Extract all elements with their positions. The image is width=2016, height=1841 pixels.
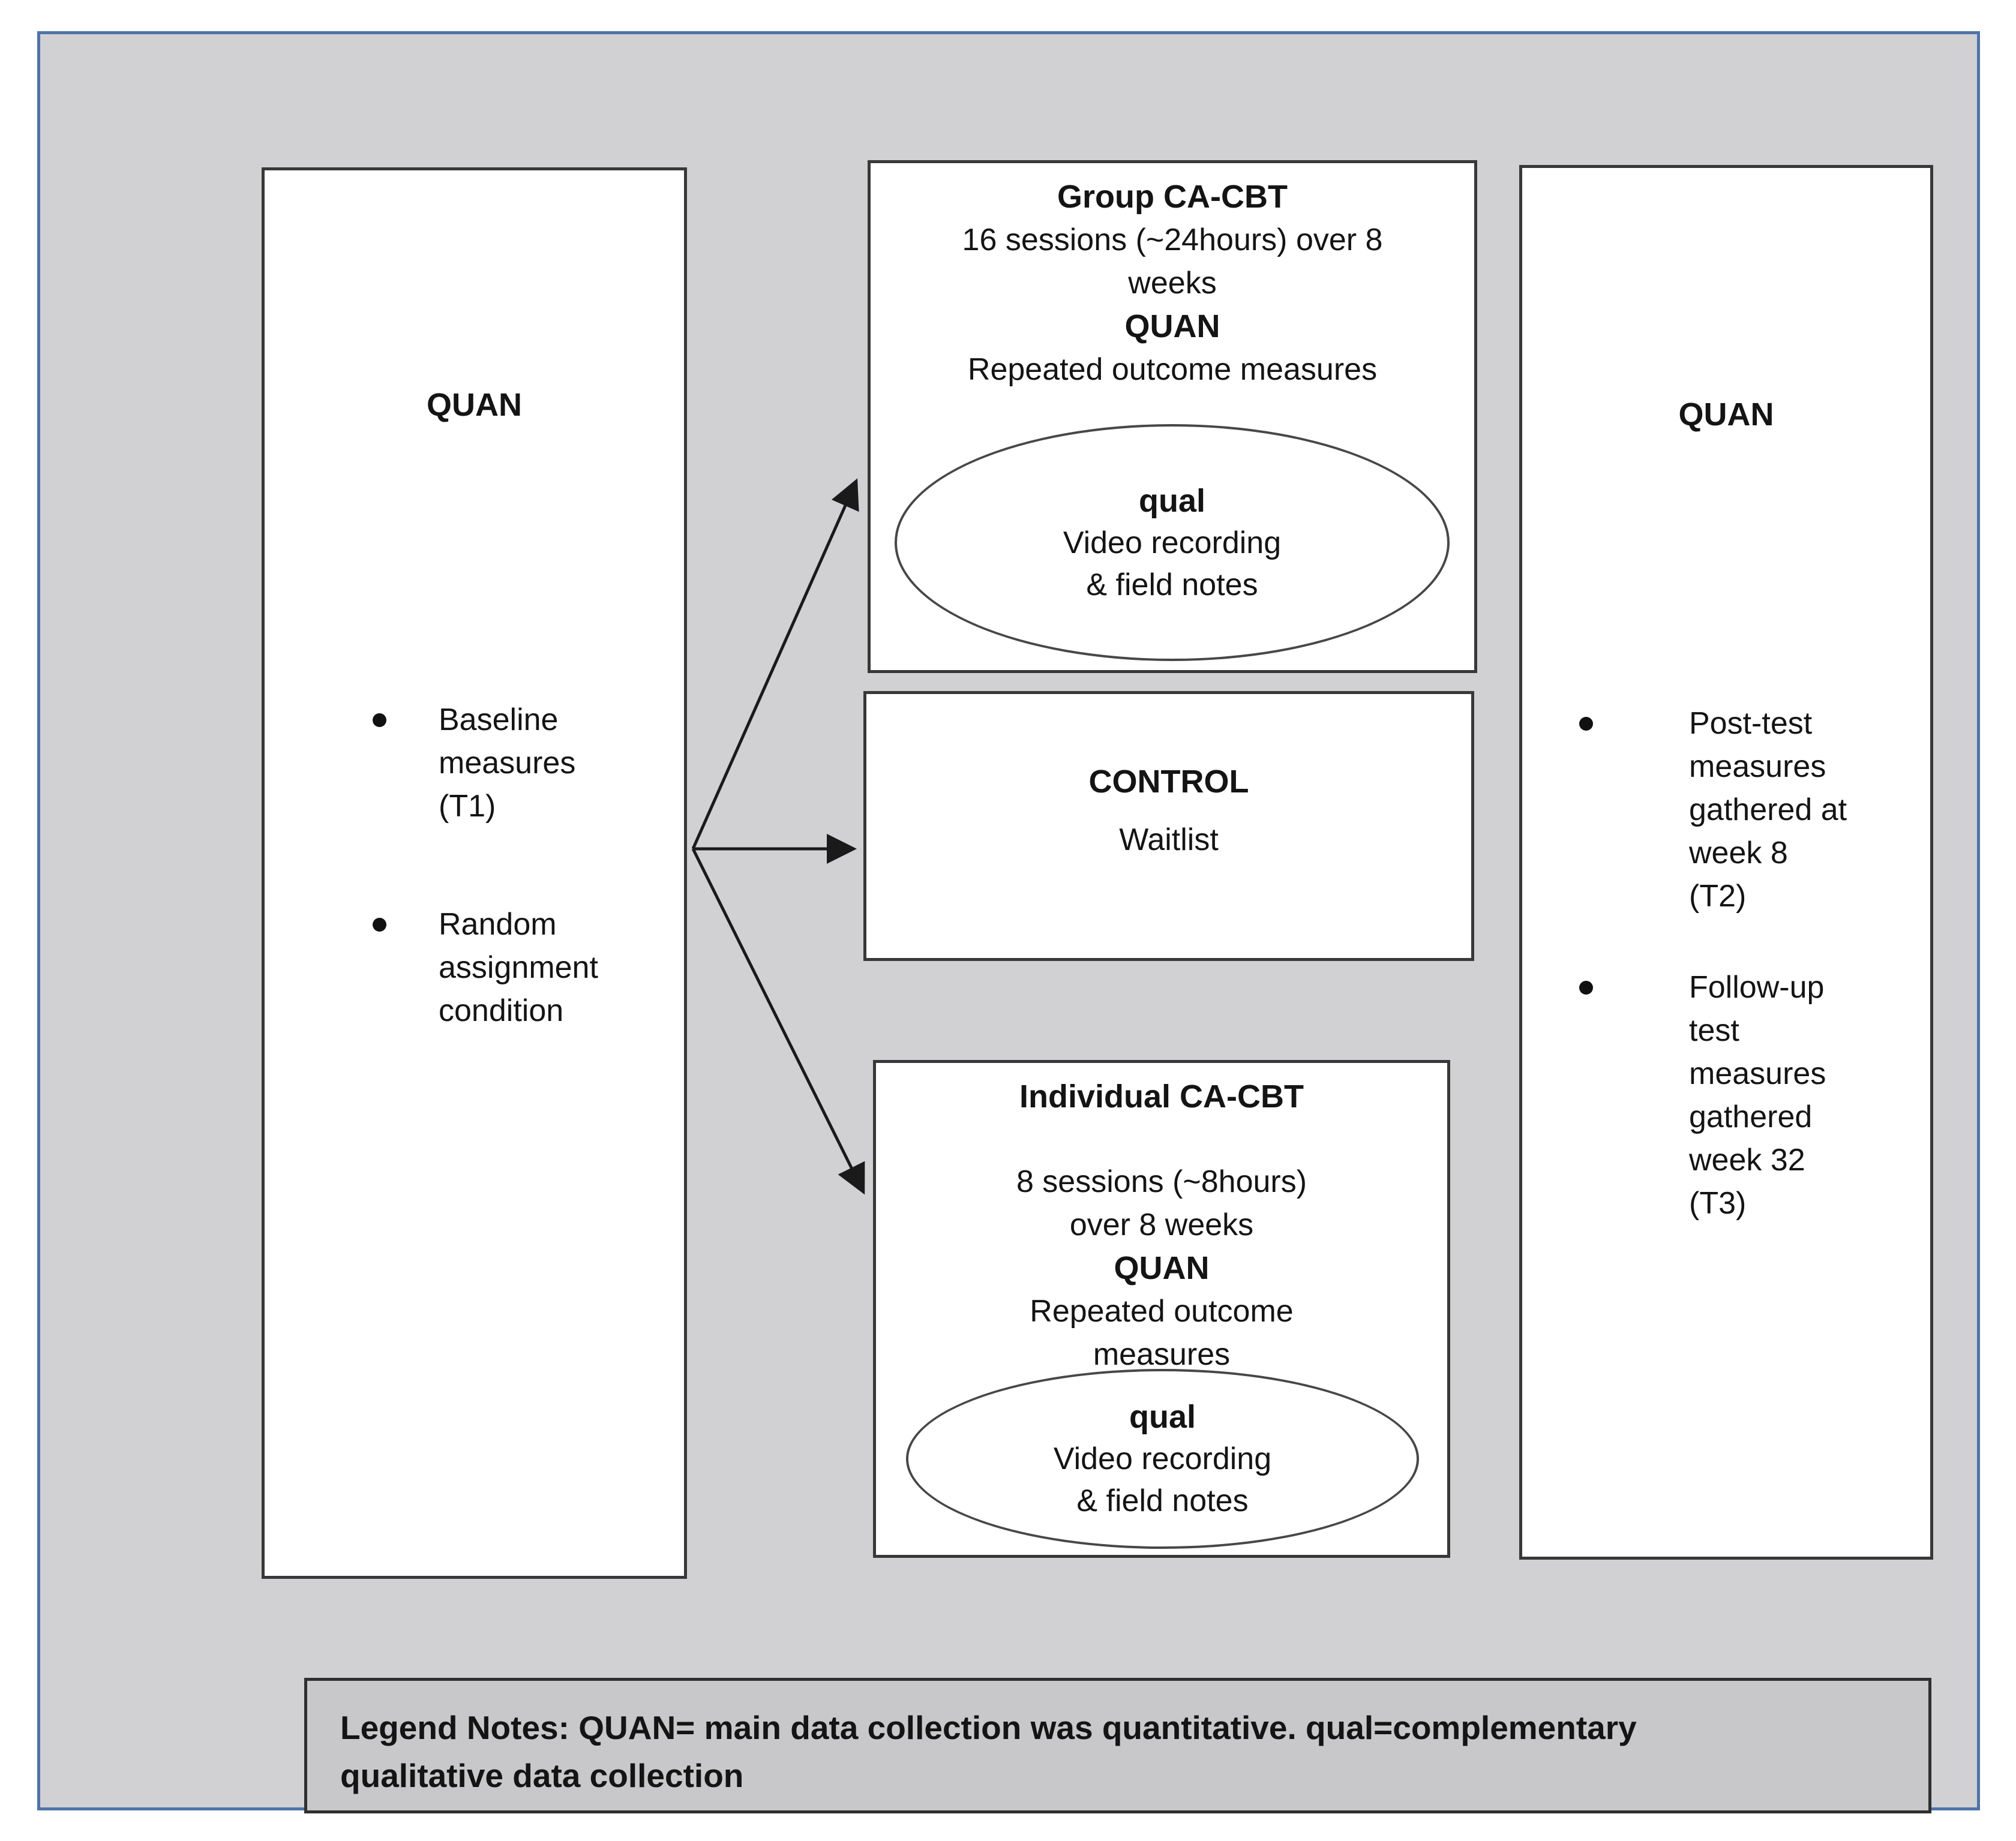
bullet-line: measures bbox=[439, 746, 576, 780]
individual-box-weeks: over 8 weeks bbox=[1069, 1208, 1254, 1242]
qual-title: qual bbox=[1129, 1399, 1196, 1435]
qual-title: qual bbox=[1138, 482, 1205, 519]
bullet-line: week 8 bbox=[1689, 836, 1788, 870]
group-box-weeks: weeks bbox=[1128, 266, 1217, 301]
qual-line: Video recording bbox=[1063, 525, 1282, 560]
list-item: Follow-up test measures gathered week 32… bbox=[1579, 966, 1930, 1225]
bullet-line: assignment bbox=[439, 950, 598, 985]
right-bullet-list: Post-test measures gathered at week 8 (T… bbox=[1522, 702, 1930, 1273]
group-box-sessions: 16 sessions (~24hours) over 8 bbox=[962, 223, 1383, 257]
individual-qual-ellipse: qual Video recording & field notes bbox=[906, 1369, 1419, 1549]
bullet-line: measures bbox=[1689, 749, 1826, 784]
individual-box-measures-2: measures bbox=[1093, 1337, 1231, 1372]
control-waitlist: Waitlist bbox=[1119, 822, 1219, 857]
bullet-line: week 32 bbox=[1689, 1143, 1805, 1178]
bullet-dot-icon bbox=[373, 918, 386, 932]
bullet-line: (T2) bbox=[1689, 879, 1747, 914]
bullet-line: (T3) bbox=[1689, 1186, 1747, 1221]
list-item: Random assignment condition bbox=[373, 903, 684, 1032]
bullet-line: Baseline bbox=[439, 702, 559, 737]
individual-box-quan: QUAN bbox=[1114, 1250, 1210, 1286]
bullet-line: condition bbox=[439, 993, 564, 1028]
bullet-line: measures bbox=[1689, 1056, 1826, 1091]
bullet-dot-icon bbox=[373, 713, 386, 727]
list-item: Post-test measures gathered at week 8 (T… bbox=[1579, 702, 1930, 918]
legend-box: Legend Notes: QUAN= main data collection… bbox=[304, 1678, 1931, 1813]
individual-box-sessions: 8 sessions (~8hours) bbox=[1016, 1164, 1307, 1199]
individual-box-measures-1: Repeated outcome bbox=[1030, 1294, 1294, 1329]
posttest-quan-box: QUAN Post-test measures gathered at week… bbox=[1519, 165, 1933, 1560]
qual-line: & field notes bbox=[1076, 1483, 1249, 1518]
arrow-to-group-box bbox=[691, 478, 859, 850]
bullet-line: Random bbox=[439, 907, 557, 942]
group-qual-ellipse: qual Video recording & field notes bbox=[895, 424, 1450, 661]
legend-text-line: Legend Notes: QUAN= main data collection… bbox=[340, 1709, 1637, 1746]
bullet-line: test bbox=[1689, 1013, 1739, 1048]
bullet-line: (T1) bbox=[439, 789, 496, 824]
bullet-line: gathered bbox=[1689, 1100, 1813, 1134]
bullet-dot-icon bbox=[1579, 981, 1593, 995]
group-box-title: Group CA-CBT bbox=[1057, 179, 1288, 215]
left-quan-heading: QUAN bbox=[427, 387, 522, 423]
arrow-to-individual-box bbox=[691, 848, 865, 1195]
group-box-quan: QUAN bbox=[1124, 308, 1220, 344]
control-box: CONTROL Waitlist bbox=[863, 691, 1474, 961]
right-quan-heading: QUAN bbox=[1678, 397, 1774, 433]
qual-line: Video recording bbox=[1053, 1441, 1272, 1476]
left-bullet-list: Baseline measures (T1) Random assignment… bbox=[265, 698, 684, 1107]
bullet-line: Post-test bbox=[1689, 706, 1813, 741]
bullet-dot-icon bbox=[1579, 717, 1593, 731]
control-title: CONTROL bbox=[1088, 764, 1249, 800]
list-item: Baseline measures (T1) bbox=[373, 698, 684, 828]
legend-text-line: qualitative data collection bbox=[340, 1757, 744, 1794]
bullet-line: Follow-up bbox=[1689, 970, 1825, 1005]
bullet-line: gathered at bbox=[1689, 792, 1847, 827]
group-box-measures: Repeated outcome measures bbox=[967, 352, 1378, 387]
individual-ca-cbt-box: Individual CA-CBT 8 sessions (~8hours) o… bbox=[873, 1060, 1450, 1558]
baseline-quan-box: QUAN Baseline measures (T1) Random assig… bbox=[262, 167, 687, 1579]
qual-line: & field notes bbox=[1086, 567, 1258, 602]
diagram-panel: QUAN Baseline measures (T1) Random assig… bbox=[37, 31, 1980, 1813]
individual-box-title: Individual CA-CBT bbox=[1019, 1079, 1304, 1115]
group-ca-cbt-box: Group CA-CBT 16 sessions (~24hours) over… bbox=[868, 160, 1477, 673]
